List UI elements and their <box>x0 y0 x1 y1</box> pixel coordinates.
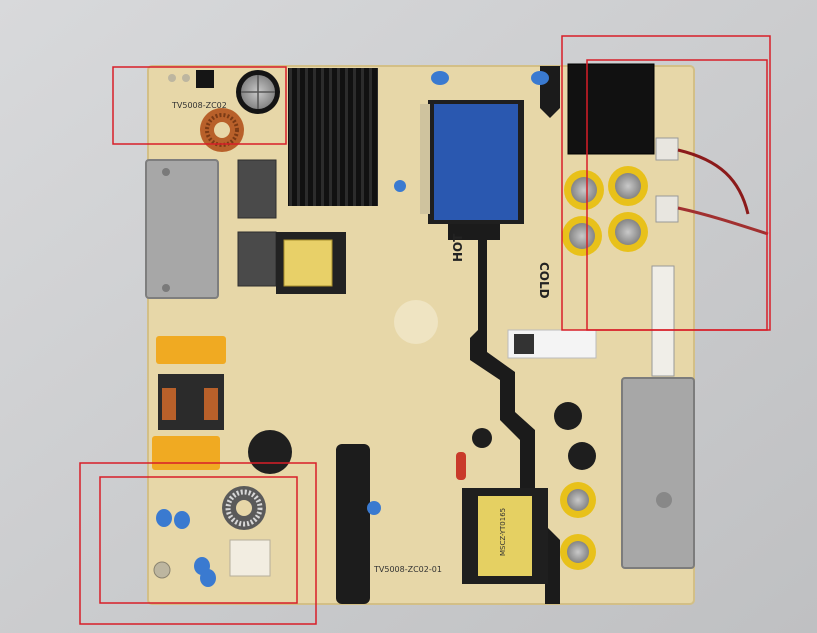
mounting-hole-top-left <box>168 74 176 82</box>
capacitors-bottom-right <box>560 482 596 570</box>
hot-label: HOT <box>451 233 465 262</box>
relay-1 <box>237 159 277 219</box>
toroid-inductor-top <box>200 108 244 152</box>
model-label-bottom: TV5008-ZC02-01 <box>373 565 442 574</box>
bottom-transformer-code: MSCZ-YT0165 <box>499 508 507 556</box>
mounting-hole-bottom-left <box>153 561 171 579</box>
shield-screw-1 <box>162 168 170 176</box>
isolation-trace <box>470 222 560 604</box>
highlight-box-bottom-left-inner <box>99 476 298 604</box>
resistor-red <box>456 452 466 480</box>
black-module-top-right <box>567 63 655 155</box>
capacitor-cluster-top-right <box>562 166 648 256</box>
wire-red <box>677 148 750 215</box>
plate-screw <box>656 492 672 508</box>
metal-plate-bottom-right <box>621 377 695 569</box>
connector-top-right-1 <box>655 137 679 161</box>
tall-capacitor-bottom <box>336 444 370 604</box>
black-pad <box>196 70 214 88</box>
fuse-holder <box>229 539 271 577</box>
x-capacitor-1 <box>156 336 226 364</box>
connector-top-right-2 <box>655 195 679 223</box>
board-connector-right <box>651 265 675 377</box>
board-reflection <box>394 300 438 344</box>
cap-mid-right-1 <box>554 402 582 430</box>
highlight-box-top-right-inner <box>586 59 768 331</box>
blue-cap-top-1 <box>431 71 449 85</box>
wire-pair <box>677 206 769 236</box>
black-inductor-mid <box>248 430 292 474</box>
shield-screw-2 <box>162 284 170 292</box>
main-transformer <box>420 100 524 224</box>
electrolytic-capacitor-top-left <box>236 70 280 114</box>
qr-code <box>514 334 534 354</box>
cold-label: COLD <box>537 262 551 299</box>
common-mode-choke-left <box>158 374 224 430</box>
metal-shield-left <box>145 159 219 299</box>
highlight-box-bottom-left-outer <box>79 462 317 625</box>
toroid-inductor-bottom <box>222 486 266 530</box>
trace-corner <box>448 222 500 240</box>
blue-cap-bottom <box>367 501 381 515</box>
mounting-hole-top-left-2 <box>182 74 190 82</box>
relay-2 <box>237 231 277 287</box>
cap-mid-right-2 <box>568 442 596 470</box>
small-transformer <box>276 232 346 294</box>
blue-cap-top-2 <box>531 71 549 85</box>
bottom-transformer: MSCZ-YT0165 <box>462 488 548 584</box>
blue-cap-mid <box>394 180 406 192</box>
model-label-top: TV5008-ZC02 <box>171 101 227 110</box>
highlight-box-top-left <box>112 66 287 145</box>
heatsink <box>288 68 378 206</box>
x-capacitor-2 <box>152 436 220 470</box>
y-capacitors-bottom-left <box>156 509 216 587</box>
cap-mid-left <box>472 428 492 448</box>
